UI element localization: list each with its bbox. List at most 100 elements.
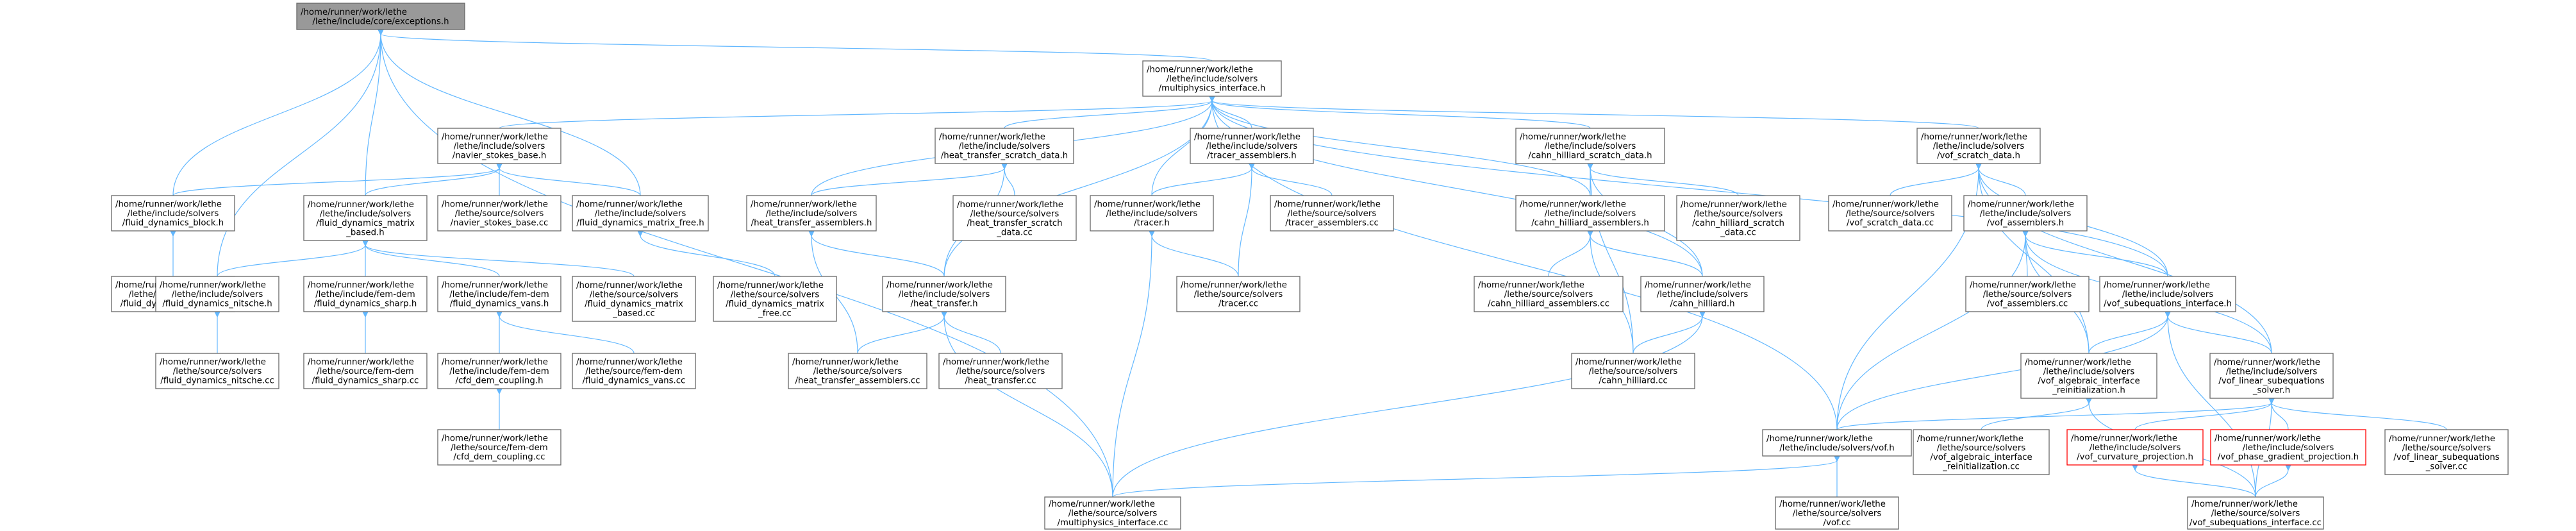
node-box[interactable] — [303, 353, 428, 389]
graph-node[interactable]: /home/runner/work/lethe/lethe/source/sol… — [2384, 429, 2509, 475]
node-box[interactable] — [1571, 353, 1695, 389]
node-box[interactable] — [1676, 195, 1800, 241]
graph-node[interactable]: /home/runner/work/lethe/lethe/source/sol… — [1176, 276, 1300, 312]
graph-node[interactable]: /home/runner/work/lethe/lethe/include/fe… — [437, 353, 561, 389]
node-box[interactable] — [1515, 128, 1665, 164]
node-box[interactable] — [1762, 429, 1912, 457]
node-box[interactable] — [882, 276, 1006, 312]
graph-node[interactable]: /home/runner/work/lethe/lethe/include/so… — [1515, 195, 1665, 232]
node-box[interactable] — [437, 353, 561, 389]
graph-node[interactable]: /home/runner/work/lethe/lethe/source/sol… — [155, 353, 279, 389]
graph-node[interactable]: /home/runner/work/lethe/lethe/source/fem… — [437, 429, 561, 466]
node-box[interactable] — [746, 195, 877, 232]
node-box[interactable] — [788, 353, 927, 389]
graph-node[interactable]: /home/runner/work/lethe/lethe/source/fem… — [572, 353, 696, 389]
node-box[interactable] — [1176, 276, 1300, 312]
graph-node[interactable]: /home/runner/work/lethe/lethe/include/so… — [437, 128, 561, 164]
node-box[interactable] — [1190, 128, 1314, 164]
graph-node[interactable]: /home/runner/work/lethe/lethe/include/fe… — [303, 276, 428, 312]
graph-node[interactable]: /home/runner/work/lethe/lethe/include/so… — [303, 195, 428, 241]
node-label-line: /vof_subequations_interface.cc — [2190, 518, 2322, 528]
node-box[interactable] — [1474, 276, 1624, 312]
node-box[interactable] — [2099, 276, 2236, 312]
graph-node[interactable]: /home/runner/work/lethe/lethe/source/sol… — [572, 276, 696, 322]
graph-node[interactable]: /home/runner/work/lethe/lethe/include/so… — [1640, 276, 1765, 312]
node-box[interactable] — [111, 195, 235, 232]
graph-node[interactable]: /home/runner/work/lethe/lethe/include/so… — [2209, 353, 2334, 399]
graph-node[interactable]: /home/runner/work/lethe/lethe/include/fe… — [437, 276, 561, 312]
node-box[interactable] — [296, 3, 465, 30]
node-box[interactable] — [1913, 429, 2050, 475]
graph-node[interactable]: /home/runner/work/lethe/lethe/source/sol… — [788, 353, 927, 389]
node-box[interactable] — [572, 353, 696, 389]
graph-node[interactable]: /home/runner/work/lethe/lethe/include/so… — [882, 276, 1006, 312]
node-box[interactable] — [1270, 195, 1394, 232]
node-box[interactable] — [2066, 429, 2204, 466]
graph-node[interactable]: /home/runner/work/lethe/lethe/include/so… — [1515, 128, 1665, 164]
graph-node[interactable]: /home/runner/work/lethe/lethe/include/so… — [2020, 353, 2157, 399]
node-label-line: /home/runner/work/lethe — [1194, 133, 1300, 142]
graph-node[interactable]: /home/runner/work/lethe/lethe/include/so… — [1142, 60, 1282, 97]
graph-node[interactable]: /home/runner/work/lethe/lethe/include/so… — [1963, 195, 2088, 232]
graph-node[interactable]: /home/runner/work/lethe/lethe/include/so… — [935, 128, 1074, 164]
graph-node[interactable]: /home/runner/work/lethe/lethe/include/so… — [1190, 128, 1314, 164]
node-box[interactable] — [1916, 128, 2041, 164]
graph-node[interactable]: /home/runner/work/lethe/lethe/include/so… — [155, 276, 279, 312]
node-box[interactable] — [155, 276, 279, 312]
node-box[interactable] — [1090, 195, 1214, 232]
node-box[interactable] — [2384, 429, 2509, 475]
graph-node[interactable]: /home/runner/work/lethe/lethe/include/so… — [746, 195, 877, 232]
graph-node[interactable]: /home/runner/work/lethe/lethe/source/sol… — [1965, 276, 2090, 312]
node-box[interactable] — [1515, 195, 1665, 232]
graph-node[interactable]: /home/runner/work/lethe/lethe/source/sol… — [1044, 496, 1181, 530]
graph-node[interactable]: /home/runner/work/lethe/lethe/include/so… — [2066, 429, 2204, 466]
graph-node[interactable]: /home/runner/work/lethe/lethe/source/sol… — [1676, 195, 1800, 241]
node-box[interactable] — [938, 353, 1063, 389]
graph-node[interactable]: /home/runner/work/lethe/lethe/source/sol… — [1474, 276, 1624, 312]
node-box[interactable] — [572, 276, 696, 322]
node-box[interactable] — [1963, 195, 2088, 232]
node-box[interactable] — [1965, 276, 2090, 312]
node-box[interactable] — [2020, 353, 2157, 399]
node-box[interactable] — [303, 276, 428, 312]
node-box[interactable] — [303, 195, 428, 241]
node-box[interactable] — [1828, 195, 1952, 232]
dependency-edge — [381, 34, 641, 196]
node-box[interactable] — [935, 128, 1074, 164]
graph-node[interactable]: /home/runner/work/lethe/lethe/source/sol… — [1828, 195, 1952, 232]
node-box[interactable] — [572, 195, 709, 232]
graph-node[interactable]: /home/runner/work/lethe/lethe/include/so… — [2210, 429, 2366, 466]
node-box[interactable] — [1640, 276, 1765, 312]
node-box[interactable] — [1142, 60, 1282, 97]
graph-node[interactable]: /home/runner/work/lethe/lethe/include/so… — [1916, 128, 2041, 164]
node-box[interactable] — [437, 276, 561, 312]
graph-node[interactable]: /home/runner/work/lethe/lethe/source/sol… — [1571, 353, 1695, 389]
graph-node[interactable]: /home/runner/work/lethe/lethe/include/so… — [572, 195, 709, 232]
node-box[interactable] — [2187, 496, 2324, 530]
node-box[interactable] — [713, 276, 837, 322]
node-box[interactable] — [437, 429, 561, 466]
node-box[interactable] — [155, 353, 279, 389]
node-box[interactable] — [2209, 353, 2334, 399]
graph-node[interactable]: /home/runner/work/lethe/lethe/source/sol… — [938, 353, 1063, 389]
graph-node[interactable]: /home/runner/work/lethe/lethe/source/sol… — [713, 276, 837, 322]
graph-node[interactable]: /home/runner/work/lethe/lethe/source/sol… — [1913, 429, 2050, 475]
node-box[interactable] — [437, 195, 561, 232]
node-label-line: /lethe/source/solvers — [173, 367, 262, 376]
graph-node[interactable]: /home/runner/work/lethe/lethe/include/so… — [1762, 429, 1912, 457]
graph-node[interactable]: /home/runner/work/lethe/lethe/include/co… — [296, 3, 465, 30]
graph-node[interactable]: /home/runner/work/lethe/lethe/source/sol… — [437, 195, 561, 232]
graph-node[interactable]: /home/runner/work/lethe/lethe/source/sol… — [1775, 496, 1899, 530]
graph-node[interactable]: /home/runner/work/lethe/lethe/source/sol… — [1270, 195, 1394, 232]
node-box[interactable] — [1775, 496, 1899, 530]
graph-node[interactable]: /home/runner/work/lethe/lethe/include/so… — [1090, 195, 1214, 232]
node-box[interactable] — [2210, 429, 2366, 466]
node-box[interactable] — [437, 128, 561, 164]
node-box[interactable] — [952, 195, 1077, 241]
graph-node[interactable]: /home/runner/work/lethe/lethe/source/fem… — [303, 353, 428, 389]
graph-node[interactable]: /home/runner/work/lethe/lethe/source/sol… — [952, 195, 1077, 241]
graph-node[interactable]: /home/runner/work/lethe/lethe/include/so… — [2099, 276, 2236, 312]
node-box[interactable] — [1044, 496, 1181, 530]
graph-node[interactable]: /home/runner/work/lethe/lethe/include/so… — [111, 195, 235, 232]
graph-node[interactable]: /home/runner/work/lethe/lethe/source/sol… — [2187, 496, 2324, 530]
